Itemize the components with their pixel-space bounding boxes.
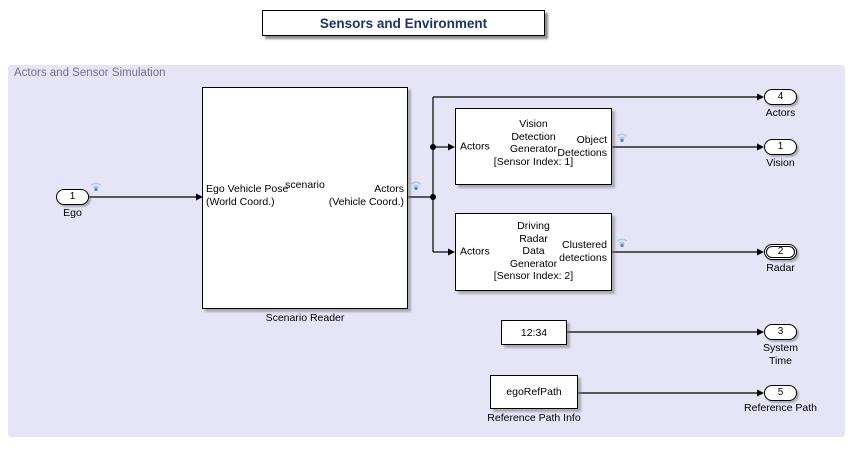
arrowhead [757,389,764,397]
outport-number: 4 [777,91,784,102]
arrowhead [448,248,455,256]
title-annotation[interactable]: Sensors and Environment [262,10,545,36]
arrowhead [448,143,455,151]
scenario-reader-output-label: Actors (Vehicle Coord.) [328,183,404,208]
outport-system-time-label: System Time [762,342,798,367]
wireless-icon[interactable] [614,233,630,248]
outport-actors-label: Actors [765,107,796,119]
arrowhead [757,93,764,101]
radar-block-name: Driving Radar Data Generator [Sensor Ind… [493,220,574,282]
clock-value: 12:34 [520,326,548,339]
wireless-icon[interactable] [614,128,630,143]
outport-system-time[interactable]: 3 [764,324,797,340]
vision-output-label: Object Detections [557,133,607,159]
radar-output-label: Clustered detections [559,239,607,264]
scenario-reader-name: scenario [285,179,325,191]
reference-path-info-caption: Reference Path Info [487,412,581,424]
outport-actors[interactable]: 4 [764,89,797,105]
branch-dot [430,194,436,200]
refpath-value: egoRefPath [506,386,562,398]
scenario-reader-caption: Scenario Reader [265,312,345,324]
actors-sensor-simulation-area[interactable] [8,65,845,437]
outport-number: 1 [777,141,784,152]
outport-radar[interactable]: 2 [764,244,797,260]
vision-block-name: Vision Detection Generator [Sensor Index… [493,118,574,168]
digital-clock-block[interactable]: 12:34 [501,320,567,345]
inport-ego-label: Ego [63,207,82,219]
radar-input-label: Actors [460,245,490,258]
inport-number: 1 [69,191,76,202]
branch-dot [430,144,436,150]
scenario-reader-input-label: Ego Vehicle Pose (World Coord.) [206,183,289,208]
radar-data-generator-block[interactable]: Actors Driving Radar Data Generator [Sen… [455,213,612,291]
wireless-icon[interactable] [408,176,424,191]
outport-number: 3 [777,326,784,337]
vision-input-label: Actors [460,140,490,152]
area-label: Actors and Sensor Simulation [14,67,166,79]
outport-reference-path-label: Reference Path [744,402,817,414]
outport-vision-label: Vision [766,157,795,169]
arrowhead [757,248,764,256]
arrowhead [757,143,764,151]
outport-vision[interactable]: 1 [764,139,797,155]
reference-path-info-block[interactable]: egoRefPath [490,375,578,409]
arrowhead [196,193,203,201]
outport-reference-path[interactable]: 5 [764,385,797,401]
scenario-reader-block[interactable]: Ego Vehicle Pose (World Coord.) scenario… [202,87,408,309]
inport-ego[interactable]: 1 [56,189,89,205]
arrowhead [757,328,764,336]
outport-number: 2 [777,246,784,257]
title-text: Sensors and Environment [319,15,488,31]
wireless-icon[interactable] [88,177,104,192]
outport-radar-label: Radar [766,262,795,274]
outport-number: 5 [777,387,784,398]
vision-detection-generator-block[interactable]: Actors Vision Detection Generator [Senso… [455,108,612,185]
